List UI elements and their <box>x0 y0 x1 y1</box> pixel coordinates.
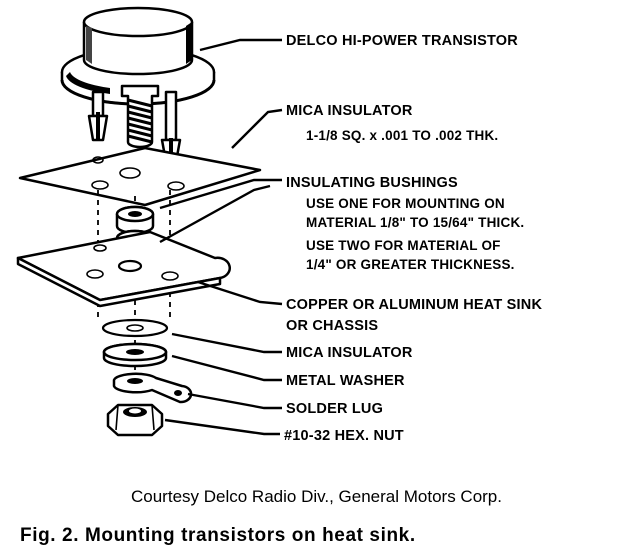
mica-insulator-sheet <box>18 146 262 207</box>
label-bushings-title: INSULATING BUSHINGS <box>286 175 458 191</box>
label-hex-nut: #10-32 HEX. NUT <box>284 428 404 444</box>
hex-nut <box>106 403 164 437</box>
label-mica-top-spec: 1-1/8 SQ. x .001 TO .002 THK. <box>306 128 498 143</box>
label-mica-top-title: MICA INSULATOR <box>286 103 413 119</box>
label-heatsink-line1: COPPER OR ALUMINUM HEAT SINK <box>286 297 542 313</box>
label-bushings-line1: USE ONE FOR MOUNTING ON <box>306 196 505 211</box>
label-heatsink-line2: OR CHASSIS <box>286 318 378 334</box>
label-bushings-line2: MATERIAL 1/8" TO 15/64" THICK. <box>306 215 524 230</box>
leader-lines <box>159 38 283 436</box>
label-solder-lug: SOLDER LUG <box>286 401 383 417</box>
label-bushings-line4: 1/4" OR GREATER THICKNESS. <box>306 257 515 272</box>
solder-lug <box>112 372 193 404</box>
stud-threads <box>127 98 153 144</box>
transistor-drawing <box>60 6 216 164</box>
metal-washer <box>102 342 168 368</box>
label-transistor: DELCO HI-POWER TRANSISTOR <box>286 33 518 49</box>
label-metal-washer: METAL WASHER <box>286 373 405 389</box>
label-bushings-line3: USE TWO FOR MATERIAL OF <box>306 238 501 253</box>
bottom-mica-washer <box>101 318 169 338</box>
heat-sink-plate <box>16 230 231 308</box>
figure-caption: Fig. 2. Mounting transistors on heat sin… <box>20 525 416 546</box>
courtesy-line: Courtesy Delco Radio Div., General Motor… <box>131 487 502 506</box>
label-mica-bottom: MICA INSULATOR <box>286 345 413 361</box>
